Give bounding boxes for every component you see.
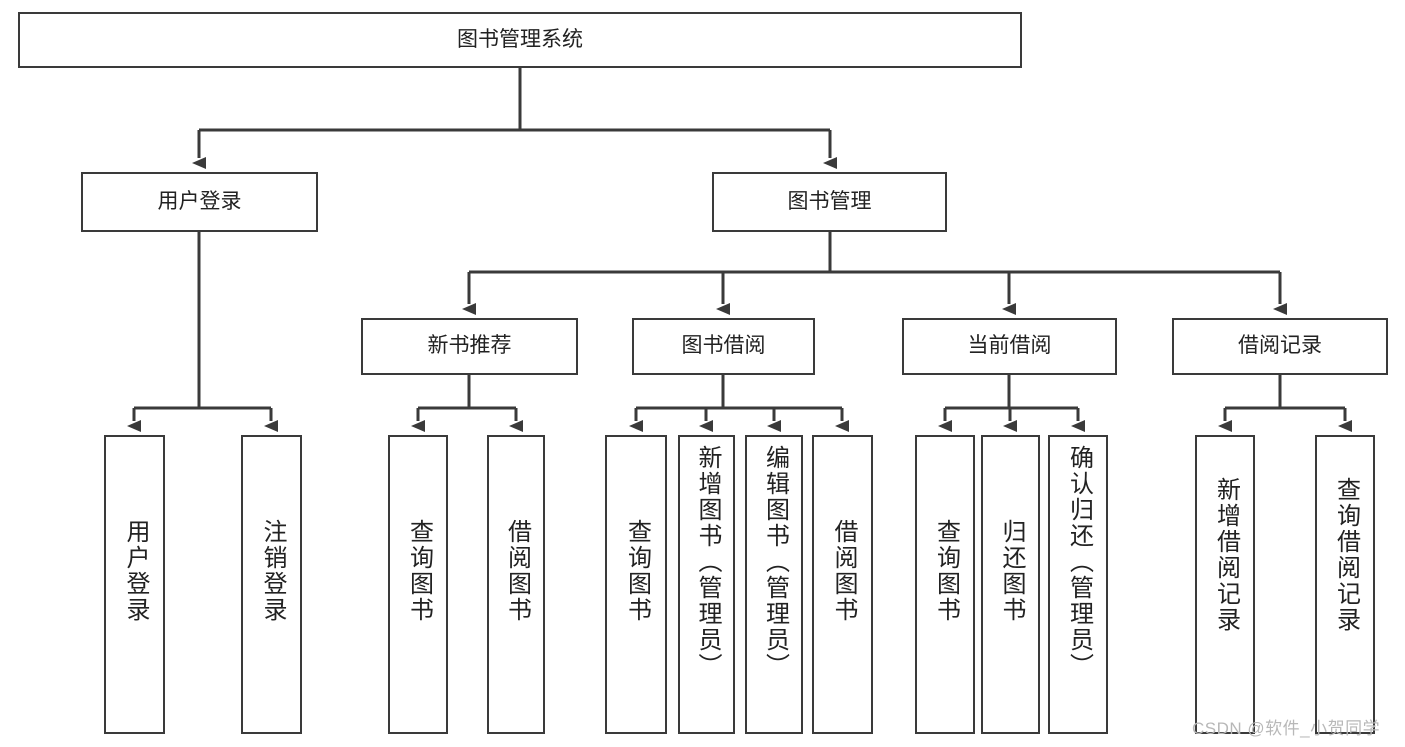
leaf-add-book-admin[interactable]: 新增图书（管理员） bbox=[678, 435, 735, 734]
leaf-return-book[interactable]: 归还图书 bbox=[981, 435, 1040, 734]
leaf-borrow-book-recommend[interactable]: 借阅图书 bbox=[487, 435, 545, 734]
leaf-query-book-recommend-label: 查询图书 bbox=[405, 519, 433, 623]
leaf-query-book-current-label: 查询图书 bbox=[932, 519, 960, 623]
node-book-management-label: 图书管理 bbox=[787, 189, 872, 213]
leaf-add-borrow-record[interactable]: 新增借阅记录 bbox=[1195, 435, 1255, 734]
node-borrow-records-label: 借阅记录 bbox=[1238, 334, 1322, 358]
node-root[interactable]: 图书管理系统 bbox=[18, 12, 1022, 68]
leaf-query-book-borrow[interactable]: 查询图书 bbox=[605, 435, 667, 734]
node-user-login-label: 用户登录 bbox=[157, 189, 242, 213]
leaf-borrow-book-recommend-label: 借阅图书 bbox=[503, 519, 531, 623]
node-borrow-records[interactable]: 借阅记录 bbox=[1172, 318, 1388, 375]
leaf-query-borrow-record[interactable]: 查询借阅记录 bbox=[1315, 435, 1375, 734]
leaf-confirm-return-admin-label: 确认归还（管理员） bbox=[1065, 445, 1093, 679]
leaf-query-book-current[interactable]: 查询图书 bbox=[915, 435, 975, 734]
leaf-confirm-return-admin[interactable]: 确认归还（管理员） bbox=[1048, 435, 1108, 734]
leaf-logout[interactable]: 注销登录 bbox=[241, 435, 302, 734]
leaf-borrow-book-label: 借阅图书 bbox=[829, 519, 857, 623]
node-user-login[interactable]: 用户登录 bbox=[81, 172, 318, 232]
leaf-add-book-admin-label: 新增图书（管理员） bbox=[693, 445, 721, 679]
leaf-logout-label: 注销登录 bbox=[258, 519, 286, 623]
node-new-book-recommend[interactable]: 新书推荐 bbox=[361, 318, 578, 375]
node-root-label: 图书管理系统 bbox=[457, 27, 583, 51]
csdn-watermark: CSDN @软件_小贺同学 bbox=[1192, 719, 1381, 738]
leaf-add-borrow-record-label: 新增借阅记录 bbox=[1212, 477, 1240, 633]
leaf-query-borrow-record-label: 查询借阅记录 bbox=[1332, 477, 1360, 633]
leaf-borrow-book[interactable]: 借阅图书 bbox=[812, 435, 873, 734]
node-current-borrow-label: 当前借阅 bbox=[967, 334, 1052, 358]
leaf-query-book-borrow-label: 查询图书 bbox=[623, 519, 651, 623]
node-book-borrow-label: 图书借阅 bbox=[681, 334, 766, 358]
node-book-management[interactable]: 图书管理 bbox=[712, 172, 947, 232]
node-new-book-recommend-label: 新书推荐 bbox=[427, 334, 512, 358]
node-book-borrow[interactable]: 图书借阅 bbox=[632, 318, 815, 375]
leaf-edit-book-admin[interactable]: 编辑图书（管理员） bbox=[745, 435, 803, 734]
leaf-user-login-label: 用户登录 bbox=[121, 519, 149, 623]
node-current-borrow[interactable]: 当前借阅 bbox=[902, 318, 1117, 375]
leaf-user-login[interactable]: 用户登录 bbox=[104, 435, 165, 734]
leaf-edit-book-admin-label: 编辑图书（管理员） bbox=[761, 445, 789, 679]
leaf-return-book-label: 归还图书 bbox=[997, 519, 1025, 623]
leaf-query-book-recommend[interactable]: 查询图书 bbox=[388, 435, 448, 734]
